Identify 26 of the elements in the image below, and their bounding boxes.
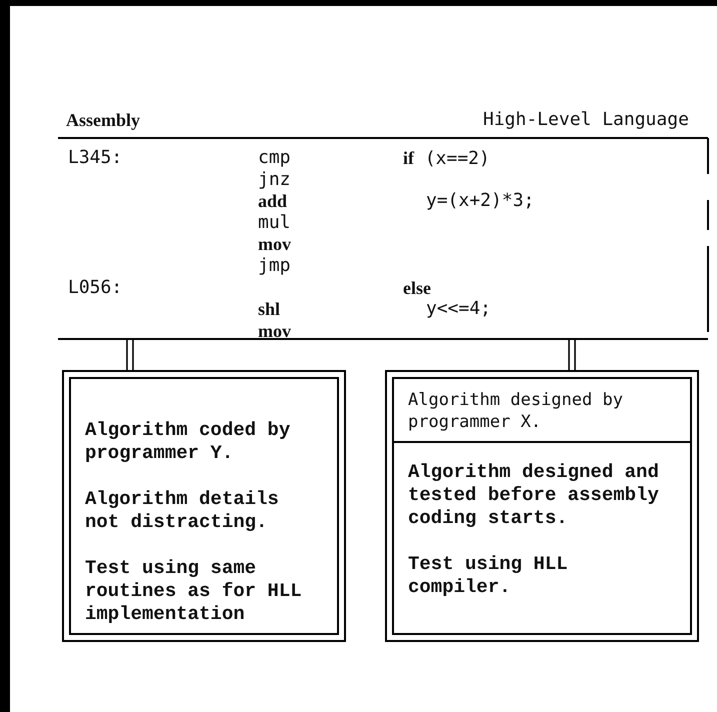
note-text: Algorithm designed and tested before assembly coding starts.	[408, 461, 660, 530]
code-statement: else	[403, 278, 431, 298]
note-text: Algorithm coded by programmer Y.	[85, 419, 292, 465]
assembly-instruction: mov	[258, 234, 291, 254]
assembly-instruction: jmp	[258, 256, 291, 276]
assembly-instruction: mul	[258, 212, 291, 233]
note-text: Test using same routines as for HLL implementation	[85, 557, 303, 626]
double-connector	[568, 339, 576, 371]
code-statement: if (x==2)	[403, 148, 490, 169]
assembly-instruction: jnz	[258, 170, 291, 190]
code-label: L056:	[68, 278, 122, 298]
code-statement: y=(x+2)*3;	[426, 191, 534, 212]
note-text: Algorithm details not distracting.	[85, 488, 280, 534]
code-statement: y<<=4;	[426, 299, 492, 320]
note-box	[62, 370, 346, 642]
assembly-instruction: add	[258, 191, 288, 212]
column-heading: Assembly	[66, 110, 140, 130]
double-connector	[126, 339, 134, 371]
column-heading: High-Level Language	[483, 110, 689, 130]
assembly-instruction: shl	[258, 299, 280, 320]
note-heading: Algorithm designed by programmer X.	[394, 389, 690, 443]
code-label: L345:	[68, 148, 122, 168]
assembly-instruction: mov	[258, 320, 291, 341]
assembly-instruction: cmp	[258, 148, 291, 168]
note-box	[385, 370, 699, 642]
note-text: Test using HLL compiler.	[408, 553, 569, 599]
